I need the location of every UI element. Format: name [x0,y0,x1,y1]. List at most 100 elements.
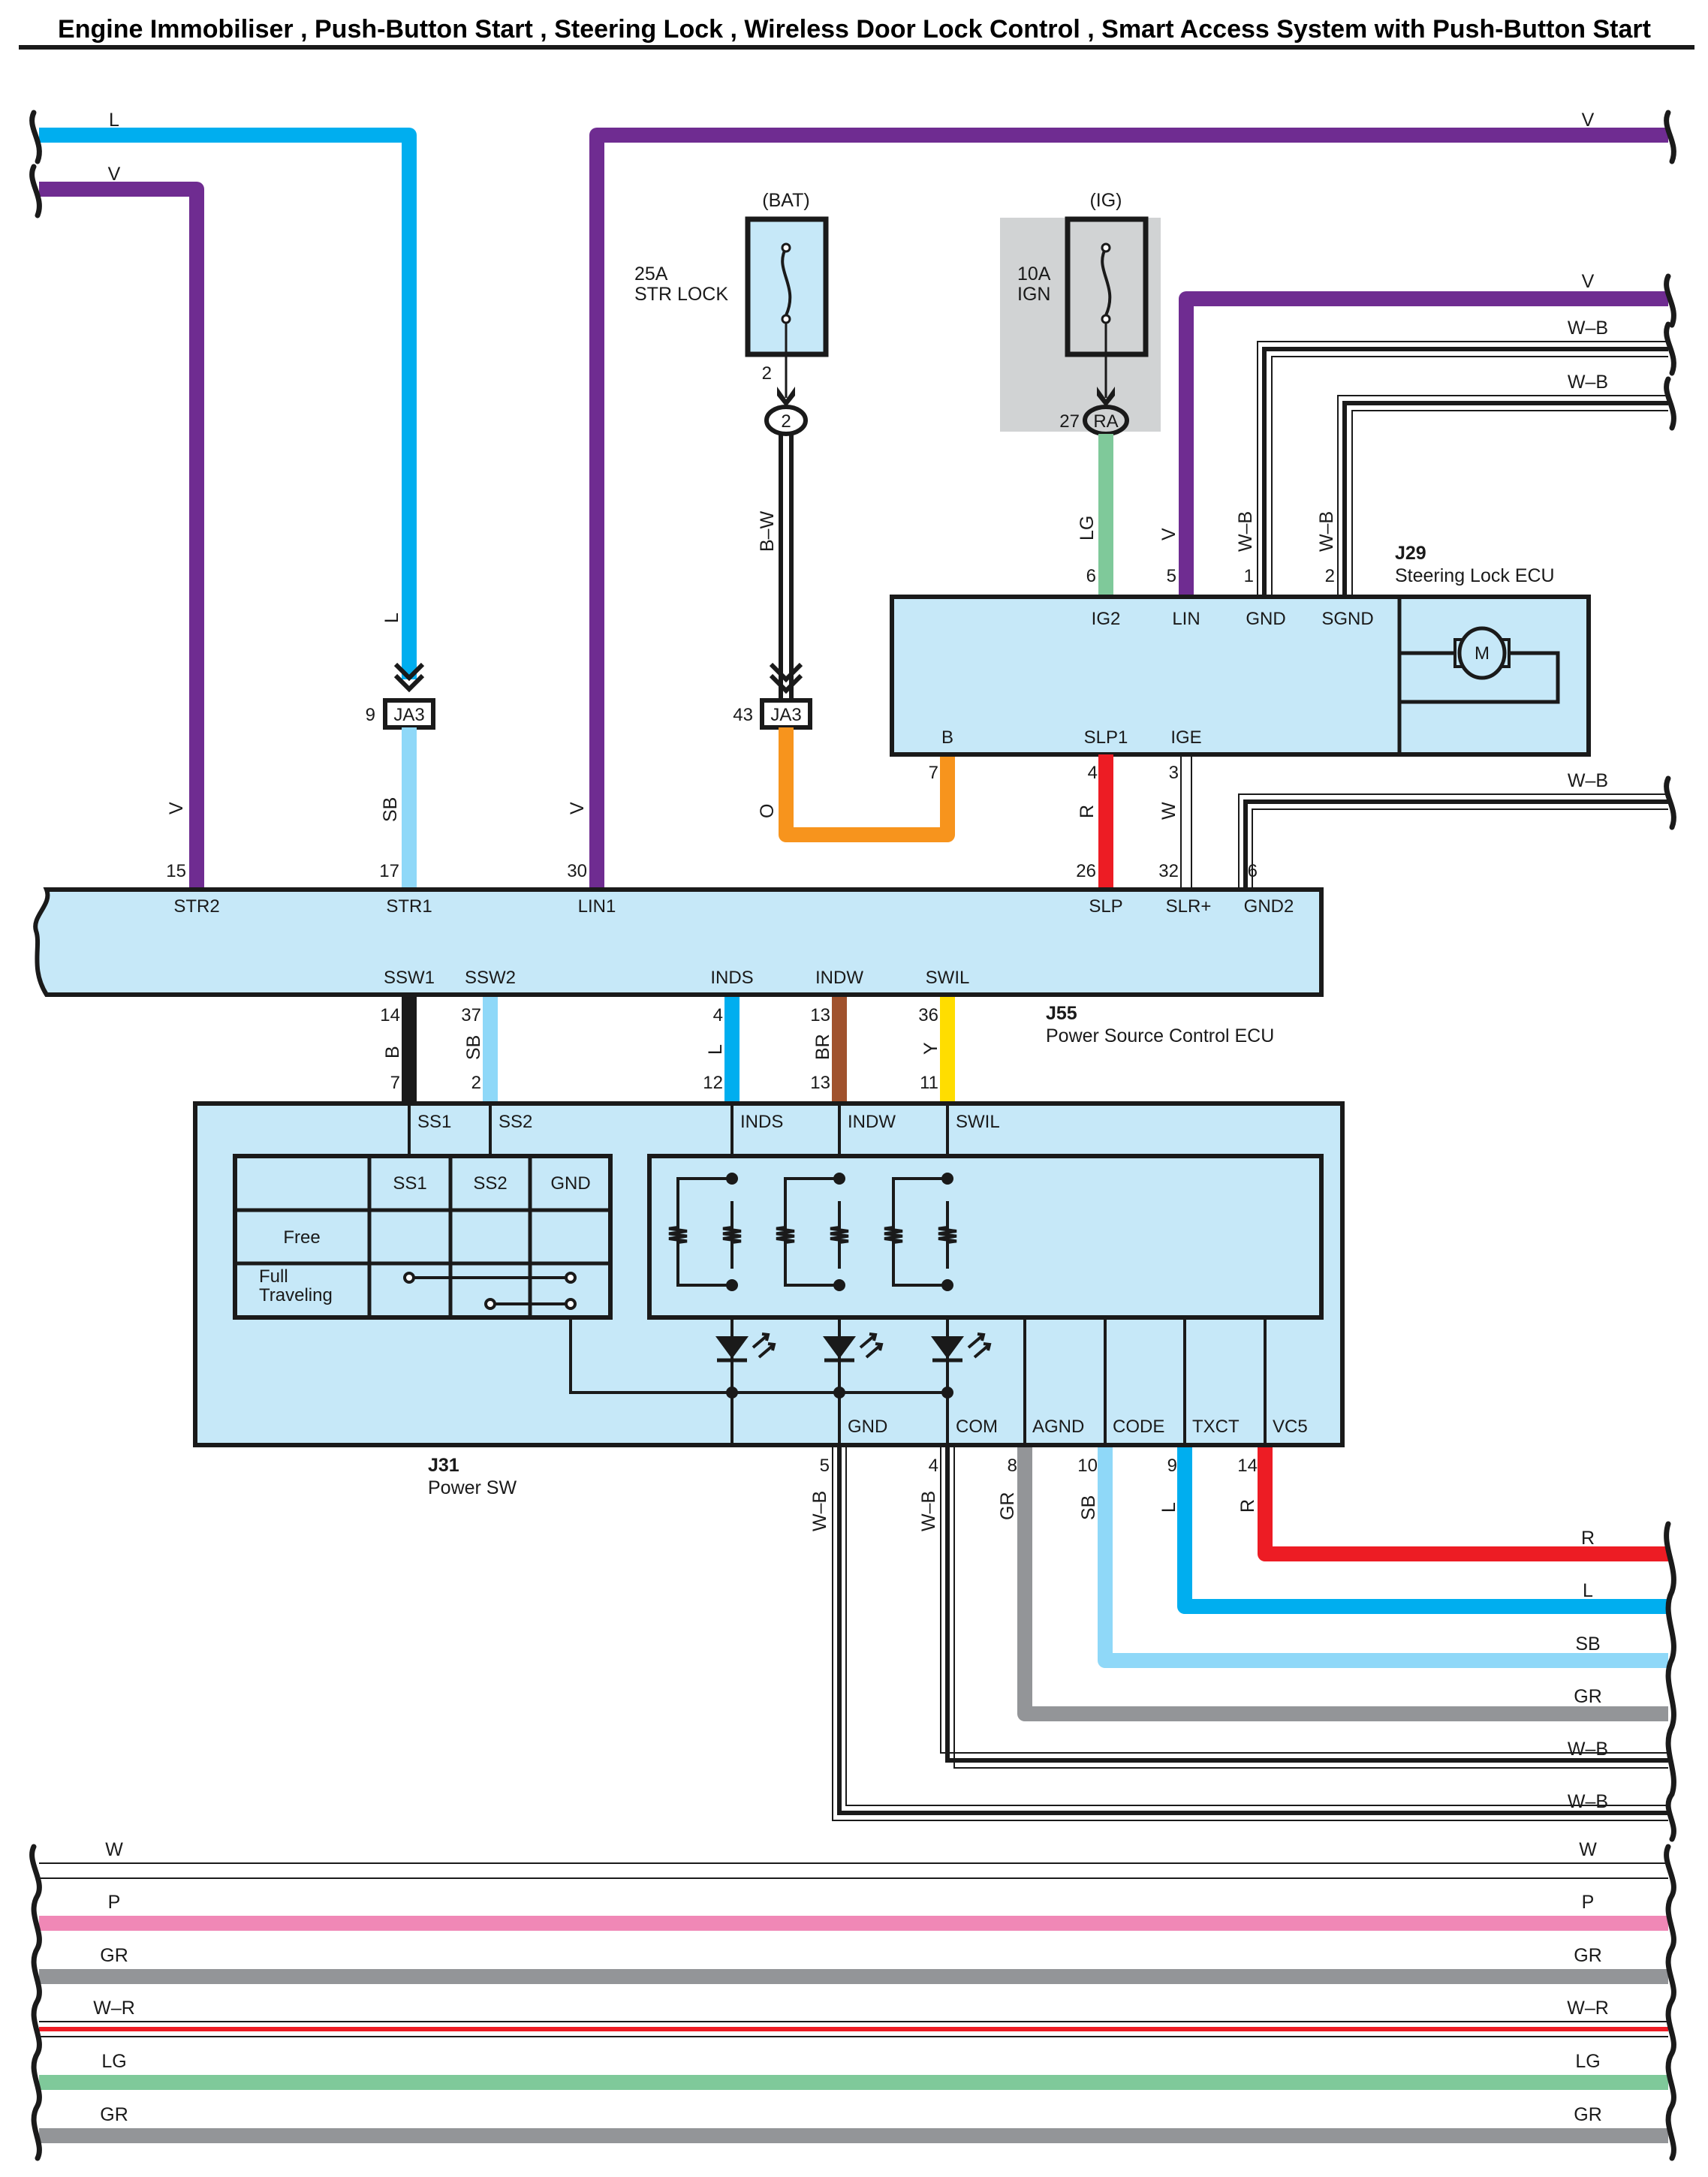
j31-bottom-dividers [1023,1317,1267,1445]
pin-number: 8 [1008,1456,1017,1476]
j31-code: J31 [428,1455,459,1476]
terminal-label: CODE [1113,1417,1164,1437]
wire-label: L [1158,1502,1179,1513]
fuse-box-ign [1065,216,1149,357]
pin-number: 9 [1167,1456,1177,1476]
wire-label-left: W [105,1839,123,1860]
wire-v-str2 [39,182,204,890]
wire-label-v-lin: V [1158,528,1179,540]
connector-arrow-icon [393,662,425,693]
motor-label: M [1475,643,1490,664]
led-icon [823,1336,856,1359]
pin-number: 2 [1325,566,1335,586]
junction-dot [941,1387,953,1399]
terminal-label: INDS [740,1112,783,1132]
wire-label-wb: W–B [1568,318,1608,339]
junction-ja3-9 [383,698,435,730]
junction-dot [833,1173,845,1185]
terminal-label: SWIL [956,1112,1000,1132]
title-rule [19,45,1694,50]
pin-number: 10 [1077,1456,1098,1476]
table-header: SS1 [393,1173,426,1194]
pin-number: 43 [733,705,753,725]
wire-label-sb: SB [380,797,401,822]
pin-number: 14 [1237,1456,1258,1476]
wire-label-right: GR [1574,1945,1602,1966]
pin-number: 37 [461,1005,481,1025]
table-row-label-text: Full Traveling [259,1267,333,1305]
break-mark [1664,775,1676,830]
junction-dot [726,1173,738,1185]
fuse-icon [781,247,792,316]
break-mark [29,1844,42,2161]
wire-label: BR [812,1034,833,1060]
terminal-label: IGE [1170,727,1201,748]
fuse-icon [1101,247,1112,316]
wire-gr-agnd [1017,1447,1668,1721]
fuse-terminal [781,314,791,324]
junction-label: JA3 [393,705,424,725]
terminal-label: AGND [1032,1417,1084,1437]
j55-name: Power Source Control ECU [1046,1025,1274,1046]
resistor-icon [722,1201,742,1269]
terminal-label: SSW1 [384,968,435,988]
terminal-label: COM [956,1417,998,1437]
light-emission-icon [859,1332,884,1359]
wire-w-slr [1180,754,1192,890]
pin-number: 2 [471,1073,481,1093]
pin-number: 6 [1086,566,1096,586]
wire-wb-j29-gnd [1257,341,1668,597]
table-row-label: Full Traveling [259,1267,333,1305]
wire-label-o: O [757,804,778,818]
table-header: GND [550,1173,590,1194]
terminal-label: STR1 [386,896,432,917]
led-icon [931,1336,964,1359]
connector-arrow-icon [769,662,803,694]
wire-v-lin1 [589,128,1668,890]
wire-label-v-j29: V [1582,271,1595,292]
wire-label-left: P [108,1892,121,1913]
break-mark [1664,110,1676,164]
terminal-label: LIN [1172,609,1200,629]
wire-sb-code [1098,1447,1668,1668]
j29-name: Steering Lock ECU [1395,565,1555,586]
terminal-label: SGND [1321,609,1373,629]
resistor-icon [938,1201,957,1269]
wire-label-r: R [1077,805,1098,818]
table-row-label: Free [283,1227,320,1248]
junction-ja3-43 [760,698,812,730]
wire-wb-com [940,1447,1668,1769]
wire-label-l-vert: L [381,613,402,623]
light-emission-icon [752,1332,776,1359]
pin-number: 12 [703,1073,723,1093]
wire-label: SB [1078,1495,1099,1520]
wire-label-v-right: V [1582,110,1595,131]
pin-number: 13 [810,1005,830,1025]
wire-label-w: W [1158,802,1179,820]
j55-power-source-control-ecu [33,887,1324,997]
terminal-label: INDW [815,968,863,988]
wire-label-left: W–R [93,1998,135,2019]
resistor-icon [830,1201,849,1269]
wire-wb-j29-sgnd [1337,395,1668,597]
resistor-icon [668,1201,688,1269]
break-mark [1664,1521,1676,1842]
wire-label: B [382,1046,403,1058]
pin-number: 15 [166,861,186,881]
terminal-label: GND [848,1417,887,1437]
wire-r-vc5 [1258,1447,1668,1561]
fuse-terminal [1101,242,1111,253]
j55-code: J55 [1046,1003,1077,1024]
break-mark [1664,1844,1676,2161]
wire-wb-gnd2 [1238,793,1668,890]
pin-number: 11 [920,1073,938,1093]
terminal-label: SS2 [499,1112,532,1132]
led-group [715,1332,992,1399]
terminal-label: SWIL [926,968,970,988]
led-icon [715,1336,749,1359]
break-mark [1664,376,1676,431]
pin-number: 9 [366,705,375,725]
junction-dot [833,1279,845,1291]
terminal-label: STR2 [173,896,219,917]
